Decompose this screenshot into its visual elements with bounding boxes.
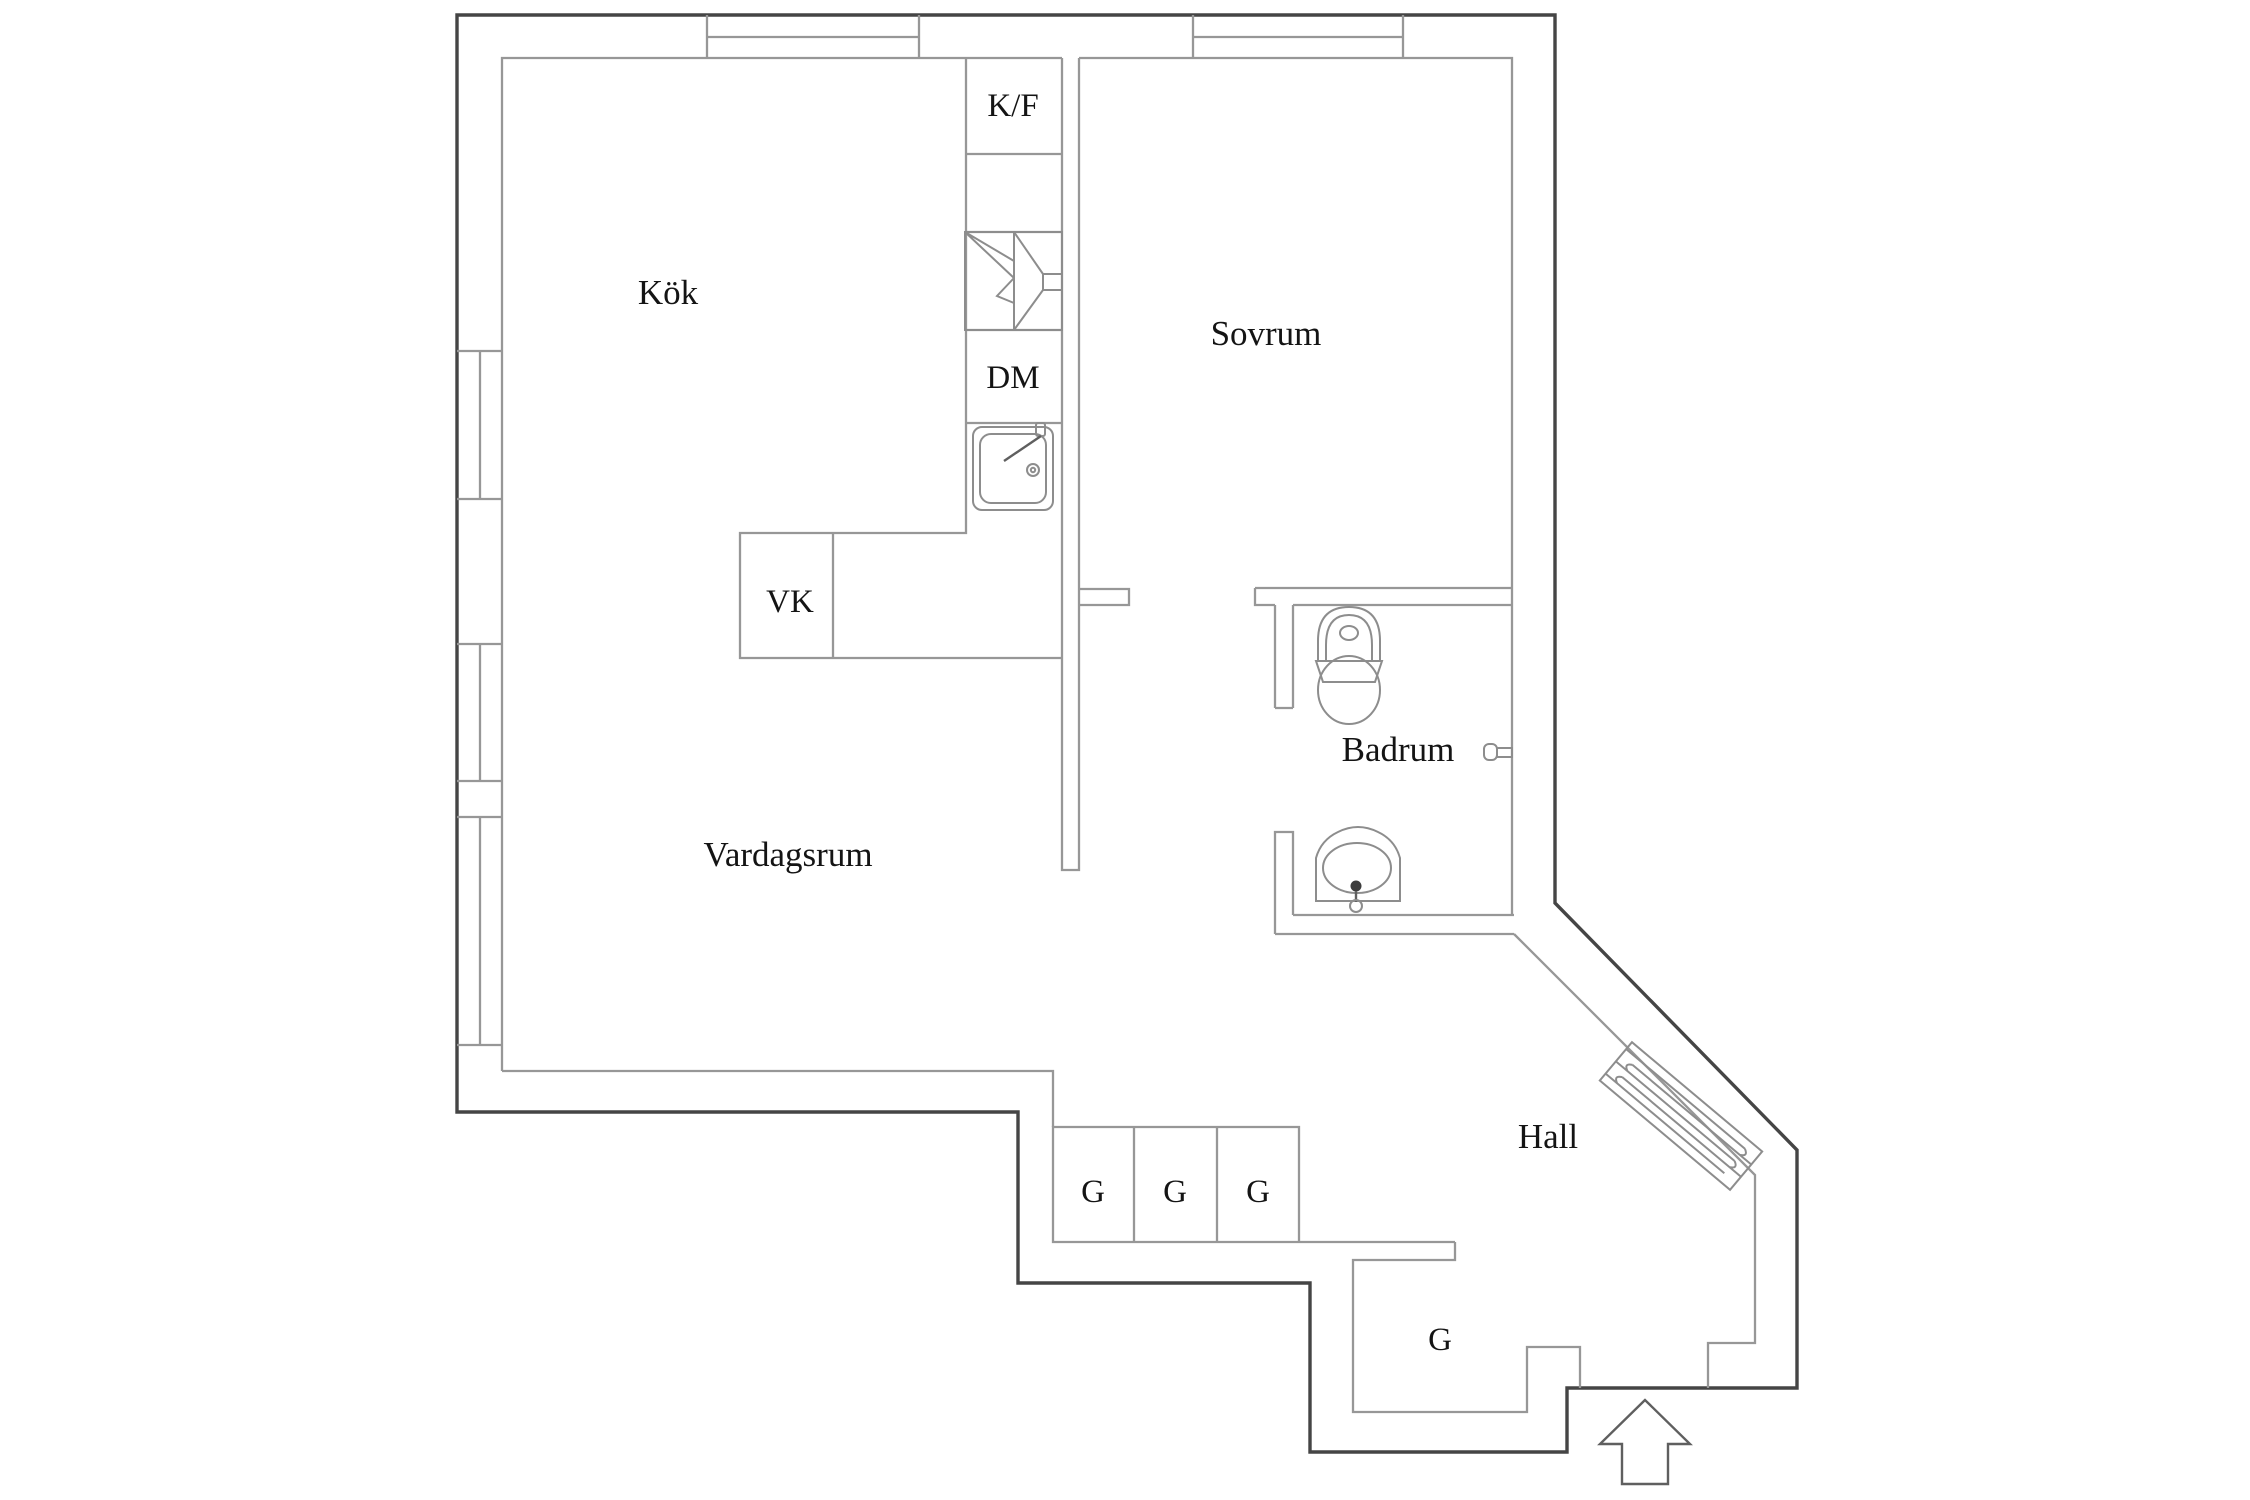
- window-top-kitchen: [705, 15, 921, 58]
- window-left-1: [457, 349, 502, 501]
- fixture-label-wardrobe-3: G: [1246, 1174, 1270, 1210]
- outer-walls: [455, 13, 1799, 1454]
- windows: [457, 15, 1405, 1047]
- room-label-hall: Hall: [1518, 1117, 1579, 1156]
- fixture-label-vk-unit: VK: [766, 584, 814, 620]
- fixture-label-fridge-freezer: K/F: [987, 88, 1038, 124]
- fixture-label-wardrobe-entry: G: [1428, 1322, 1452, 1358]
- fixture-label-wardrobe-2: G: [1163, 1174, 1187, 1210]
- wall-bedroom-bottom: [1079, 586, 1512, 607]
- wall-bathroom-bottom: [1275, 913, 1514, 936]
- kitchen-sink-icon: [972, 422, 1054, 511]
- wall-central-partition: [1060, 58, 1081, 872]
- wall-bathroom-left: [1273, 605, 1295, 934]
- room-label-living-room: Vardagsrum: [703, 835, 872, 874]
- interior-walls: [500, 56, 1757, 1414]
- window-left-3: [457, 815, 502, 1047]
- entry-storage-walls: [1351, 1242, 1582, 1414]
- wall-kitchen-living-interior: [500, 56, 1514, 1127]
- window-top-bedroom: [1191, 15, 1405, 58]
- labels: Kök Sovrum Vardagsrum Badrum Hall K/F DM…: [638, 88, 1579, 1358]
- kitchen-counter-outline: [738, 58, 1062, 660]
- extractor-hood-icon: [964, 231, 1063, 331]
- entry-door-wall-return: [1513, 933, 1757, 1388]
- room-label-kitchen: Kök: [638, 273, 699, 312]
- toilet-icon: [1314, 605, 1384, 725]
- wardrobe-row-outline: [1051, 1125, 1455, 1244]
- fixture-label-dishwasher: DM: [986, 360, 1039, 396]
- room-label-bathroom: Badrum: [1342, 730, 1455, 769]
- fixture-label-wardrobe-1: G: [1081, 1174, 1105, 1210]
- washbasin-icon: [1315, 825, 1401, 913]
- wall-handle-icon: [1483, 743, 1513, 761]
- radiator-icon: [1598, 1040, 1764, 1192]
- window-left-2: [457, 642, 502, 783]
- entrance-arrow-icon: [1597, 1398, 1693, 1486]
- room-label-bedroom: Sovrum: [1211, 314, 1322, 353]
- outer-wall-outline: [455, 13, 1799, 1454]
